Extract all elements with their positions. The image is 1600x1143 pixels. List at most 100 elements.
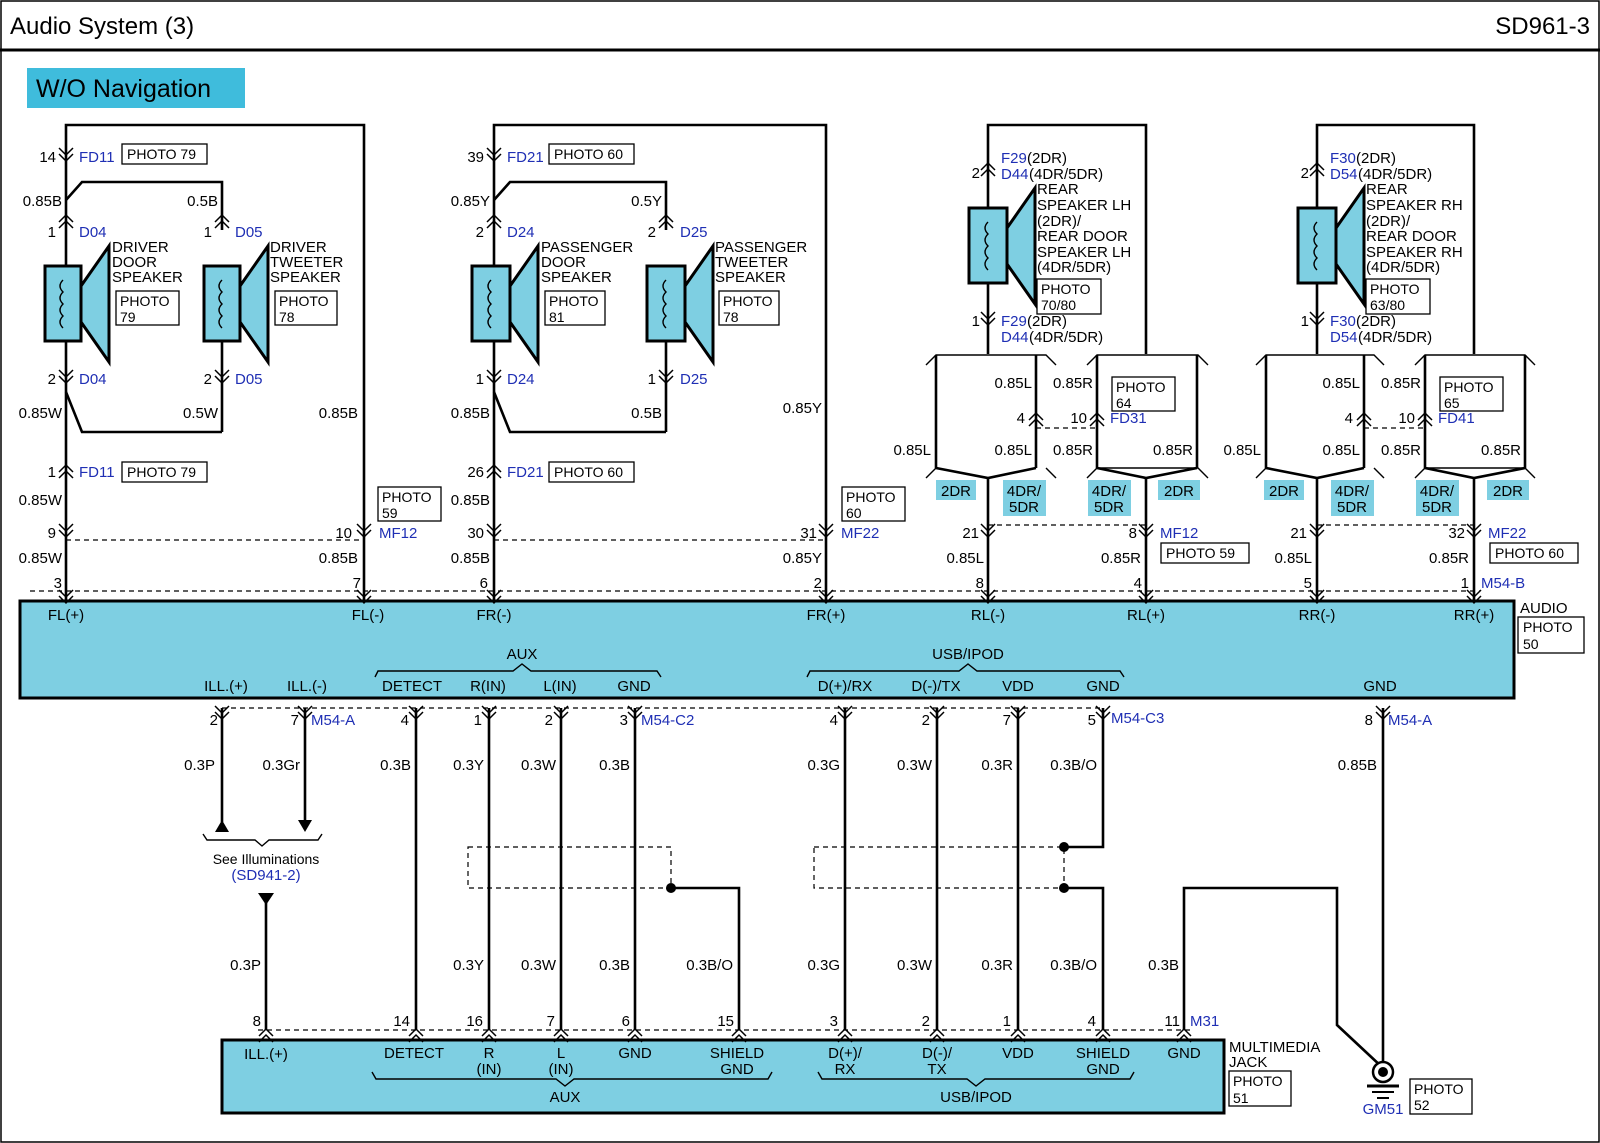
svg-text:16: 16: [466, 1013, 483, 1030]
svg-text:F29: F29: [1001, 150, 1027, 167]
audio-unit-box: [18, 599, 1516, 700]
svg-text:39: 39: [467, 149, 484, 166]
connector-m54c3: M54-C3: [1111, 710, 1164, 727]
svg-text:15: 15: [717, 1013, 734, 1030]
svg-text:(4DR/5DR): (4DR/5DR): [1029, 166, 1103, 183]
lower-wires: See Illuminations (SD941-2) 0.3P 0.3Gr 0…: [184, 708, 1385, 1069]
svg-text:SPEAKER: SPEAKER: [715, 269, 786, 286]
svg-text:PHOTO: PHOTO: [1233, 1073, 1283, 1089]
svg-text:D24: D24: [507, 224, 535, 241]
svg-text:PASSENGER: PASSENGER: [541, 239, 633, 256]
svg-text:VDD: VDD: [1002, 678, 1034, 695]
svg-text:4: 4: [1134, 575, 1142, 592]
svg-text:PHOTO: PHOTO: [723, 293, 773, 309]
svg-text:0.3W: 0.3W: [521, 757, 557, 774]
svg-text:51: 51: [1233, 1090, 1249, 1106]
svg-text:78: 78: [723, 309, 739, 325]
svg-text:D05: D05: [235, 371, 263, 388]
svg-text:JACK: JACK: [1229, 1054, 1267, 1071]
svg-text:D04: D04: [79, 224, 107, 241]
svg-text:D54: D54: [1330, 166, 1358, 183]
svg-text:21: 21: [962, 525, 979, 542]
connector-chevron-mark: [356, 523, 372, 539]
svg-text:FD11: FD11: [79, 149, 115, 166]
audio-bottom-pin-numbers: 2 7 M54-A 4 1 2 3 M54-C2 4 2 7 5 M54-C3 …: [210, 707, 1432, 729]
svg-text:31: 31: [800, 525, 817, 542]
svg-text:1: 1: [1003, 1013, 1011, 1030]
connector-chevron-mark: [58, 369, 74, 385]
svg-text:0.3G: 0.3G: [807, 957, 840, 974]
svg-text:0.85R: 0.85R: [1101, 550, 1141, 567]
variant-label: W/O Navigation: [36, 75, 211, 103]
svg-text:14: 14: [39, 149, 56, 166]
svg-text:8: 8: [976, 575, 984, 592]
svg-text:4: 4: [401, 712, 409, 729]
ground-gm51: GM51 PHOTO 52: [1363, 1060, 1473, 1118]
svg-text:30: 30: [467, 525, 484, 542]
svg-text:0.3P: 0.3P: [184, 757, 215, 774]
svg-text:0.85B: 0.85B: [451, 405, 490, 422]
svg-text:REAR: REAR: [1366, 181, 1408, 198]
svg-text:(2DR): (2DR): [1356, 150, 1396, 167]
svg-text:0.5B: 0.5B: [187, 193, 218, 210]
svg-text:(4DR/5DR): (4DR/5DR): [1029, 329, 1103, 346]
svg-text:PHOTO: PHOTO: [279, 293, 329, 309]
connector-chevron-mark: [1095, 705, 1111, 721]
svg-text:(2DR)/: (2DR)/: [1366, 213, 1411, 230]
svg-text:81: 81: [549, 309, 565, 325]
svg-text:0.5W: 0.5W: [183, 405, 219, 422]
pin-rl-plus: RL(+): [1127, 607, 1165, 624]
svg-text:TX: TX: [927, 1061, 946, 1078]
svg-text:0.85R: 0.85R: [1429, 550, 1469, 567]
svg-text:78: 78: [279, 309, 295, 325]
svg-text:9: 9: [48, 525, 56, 542]
svg-text:0.85R: 0.85R: [1153, 442, 1193, 459]
svg-text:0.85B: 0.85B: [319, 405, 358, 422]
svg-text:4DR/: 4DR/: [1092, 483, 1127, 500]
connector-chevron-mark: [658, 369, 674, 385]
svg-text:0.3Y: 0.3Y: [453, 757, 484, 774]
connector-chevron-mark: [486, 463, 502, 479]
svg-text:2: 2: [48, 371, 56, 388]
svg-text:AUX: AUX: [550, 1089, 581, 1106]
svg-text:D44: D44: [1001, 166, 1029, 183]
connector-chevron-mark: [627, 705, 643, 721]
svg-text:DOOR: DOOR: [112, 254, 157, 271]
connector-chevron-mark: [58, 213, 74, 229]
svg-text:4: 4: [1345, 410, 1353, 427]
connector-chevron-mark: [297, 705, 313, 721]
audio-bottom-pins: ILL.(+) ILL.(-) DETECT R(IN) L(IN) GND D…: [204, 646, 1397, 695]
svg-text:SPEAKER: SPEAKER: [541, 269, 612, 286]
svg-text:0.3Y: 0.3Y: [453, 957, 484, 974]
svg-text:D(-)/: D(-)/: [922, 1045, 953, 1062]
svg-text:PHOTO 79: PHOTO 79: [127, 464, 196, 480]
svg-text:SPEAKER LH: SPEAKER LH: [1037, 197, 1131, 214]
svg-text:D04: D04: [79, 371, 107, 388]
svg-text:DRIVER: DRIVER: [270, 239, 327, 256]
audio-usb-group: USB/IPOD: [932, 646, 1004, 663]
svg-text:0.85W: 0.85W: [19, 550, 63, 567]
connector-m31: M31: [1190, 1013, 1219, 1030]
svg-text:0.85B: 0.85B: [451, 492, 490, 509]
svg-text:(4DR/5DR): (4DR/5DR): [1358, 329, 1432, 346]
svg-text:0.3R: 0.3R: [981, 757, 1013, 774]
connector-chevron-mark: [408, 1027, 424, 1043]
svg-text:SPEAKER RH: SPEAKER RH: [1366, 244, 1463, 261]
svg-text:0.85W: 0.85W: [19, 405, 63, 422]
svg-text:ILL.(-): ILL.(-): [287, 678, 327, 695]
svg-text:SHIELD: SHIELD: [1076, 1045, 1130, 1062]
svg-text:GND: GND: [1167, 1045, 1201, 1062]
connector-chevron-mark: [553, 1027, 569, 1043]
svg-text:D24: D24: [507, 371, 535, 388]
connector-chevron-mark: [1466, 523, 1482, 539]
jack-name: MULTIMEDIA: [1229, 1039, 1320, 1056]
svg-text:60: 60: [846, 505, 862, 521]
jack-pins: ILL.(+) DETECT R (IN) L (IN) GND SHIELD …: [244, 1045, 1201, 1106]
connector-chevron-mark: [481, 705, 497, 721]
svg-text:0.5Y: 0.5Y: [631, 193, 662, 210]
svg-text:0.85L: 0.85L: [994, 442, 1032, 459]
multimedia-jack-box: [220, 1038, 1226, 1115]
svg-text:0.85R: 0.85R: [1053, 375, 1093, 392]
svg-text:FD21: FD21: [507, 464, 544, 481]
